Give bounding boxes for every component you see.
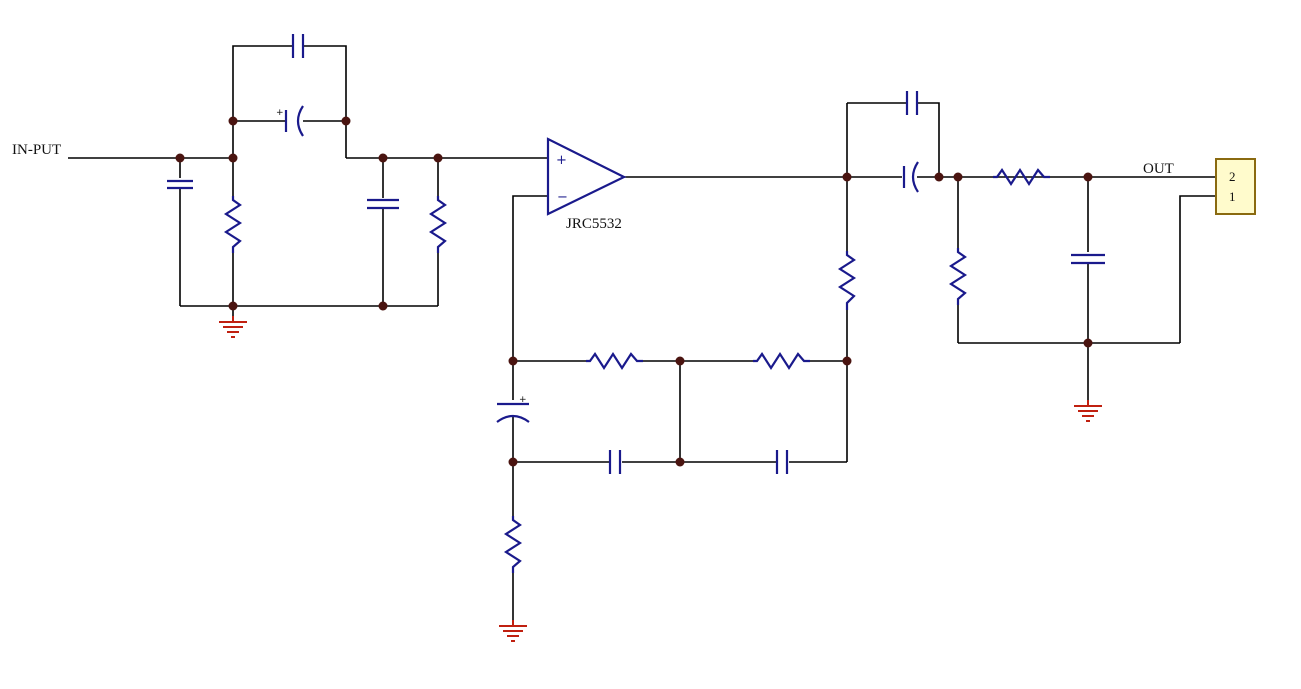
resistor-r6 bbox=[503, 516, 523, 573]
resistor-r3 bbox=[837, 251, 857, 310]
opamp-plus-sign: + bbox=[556, 153, 567, 168]
ground-3 bbox=[1074, 400, 1102, 422]
junctions bbox=[175, 116, 1093, 467]
capacitor-c7-electrolytic: + bbox=[496, 395, 530, 423]
capacitor-c8 bbox=[608, 450, 622, 474]
capacitor-c5 bbox=[905, 91, 919, 115]
connector-pin-2: 2 bbox=[1229, 169, 1236, 184]
ground-1 bbox=[219, 316, 247, 338]
resistor-r4 bbox=[586, 351, 643, 371]
capacitor-c10 bbox=[1071, 253, 1105, 265]
resistor-r2 bbox=[428, 196, 448, 253]
opamp-minus-sign: − bbox=[557, 190, 568, 205]
input-label: IN-PUT bbox=[12, 142, 61, 158]
wires bbox=[68, 45, 1216, 625]
polarity-mark: + bbox=[276, 108, 284, 118]
polarity-mark: + bbox=[519, 395, 527, 405]
capacitor-c2 bbox=[291, 34, 305, 58]
opamp-part-label: JRC5532 bbox=[566, 216, 622, 232]
ground-2 bbox=[499, 620, 527, 642]
resistor-r1 bbox=[223, 196, 243, 253]
capacitor-c9 bbox=[775, 450, 789, 474]
connector-pin-1: 1 bbox=[1229, 189, 1236, 204]
capacitor-c1 bbox=[167, 179, 193, 190]
capacitor-c6-electrolytic bbox=[902, 161, 919, 193]
resistor-r7 bbox=[993, 167, 1050, 187]
capacitor-c4 bbox=[367, 198, 399, 210]
resistor-r8 bbox=[948, 248, 968, 305]
output-connector: 2 1 bbox=[1215, 158, 1256, 215]
capacitor-c3-electrolytic: + bbox=[276, 105, 304, 137]
resistor-r5 bbox=[753, 351, 810, 371]
opamp: + − bbox=[546, 137, 627, 216]
output-label: OUT bbox=[1143, 161, 1174, 177]
